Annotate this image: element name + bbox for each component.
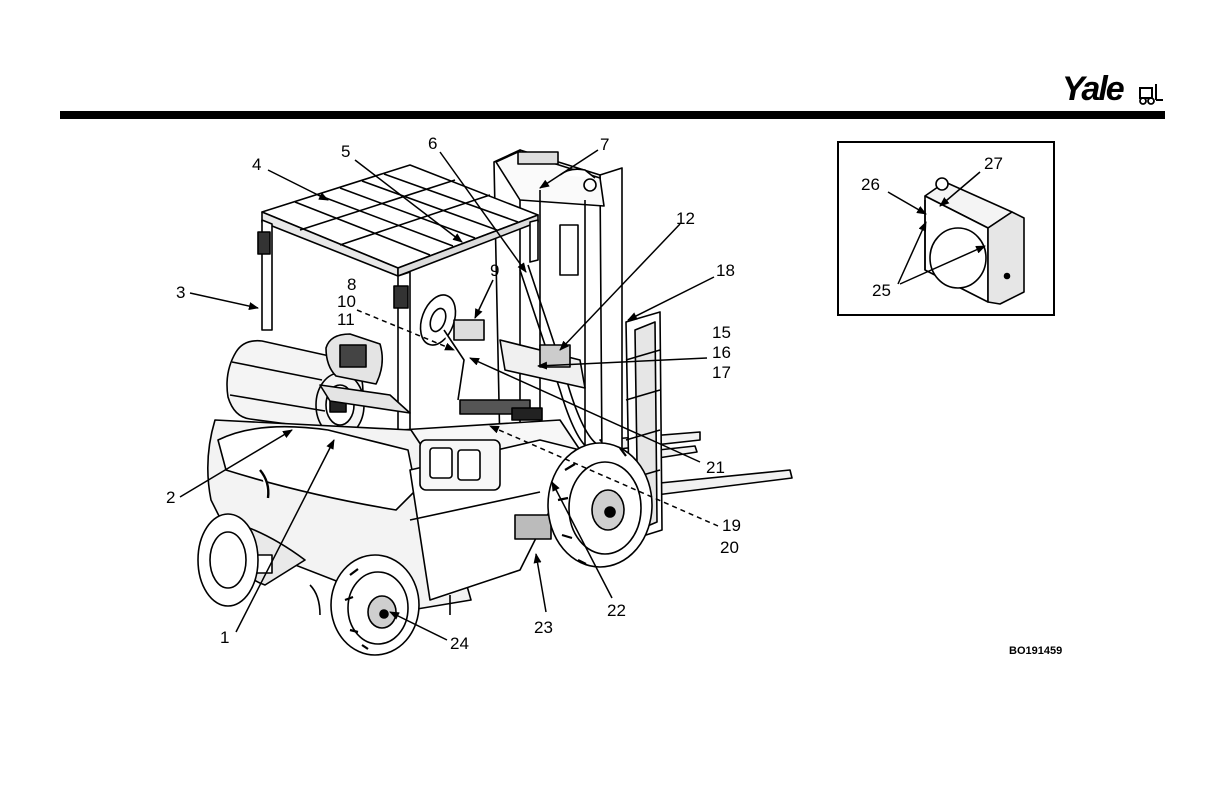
- steering-wheel: [414, 290, 484, 400]
- callout-21: 21: [706, 458, 725, 477]
- leader-3: [190, 293, 258, 308]
- callout-9: 9: [490, 261, 499, 280]
- callout-7: 7: [600, 135, 609, 154]
- rear-wheel-right: [331, 555, 419, 655]
- callout-3: 3: [176, 283, 185, 302]
- callout-20: 20: [720, 538, 739, 557]
- callout-17: 17: [712, 363, 731, 382]
- callout-27: 27: [984, 154, 1003, 173]
- leader-4: [268, 170, 328, 200]
- callout-10: 10: [337, 292, 356, 311]
- callout-15: 15: [712, 323, 731, 342]
- callout-19: 19: [722, 516, 741, 535]
- callout-5: 5: [341, 142, 350, 161]
- leader-26: [888, 192, 926, 214]
- seat: [320, 334, 410, 413]
- callout-26: 26: [861, 175, 880, 194]
- callout-24: 24: [450, 634, 469, 653]
- document-id: BO191459: [1009, 645, 1062, 657]
- callout-18: 18: [716, 261, 735, 280]
- leader-23: [536, 554, 546, 612]
- callout-11: 11: [337, 310, 355, 329]
- forklift-illustration: [198, 150, 792, 655]
- rear-wheel-left: [198, 514, 258, 606]
- leader-9: [475, 280, 493, 318]
- callout-2: 2: [166, 488, 175, 507]
- callout-12: 12: [676, 209, 695, 228]
- callout-23: 23: [534, 618, 553, 637]
- callout-6: 6: [428, 134, 437, 153]
- radiator-inset-illustration: [925, 178, 1024, 304]
- callout-25: 25: [872, 281, 891, 300]
- leader-18: [628, 277, 714, 320]
- callout-1: 1: [220, 628, 229, 647]
- callout-16: 16: [712, 343, 731, 362]
- callout-4: 4: [252, 155, 261, 174]
- callout-22: 22: [607, 601, 626, 620]
